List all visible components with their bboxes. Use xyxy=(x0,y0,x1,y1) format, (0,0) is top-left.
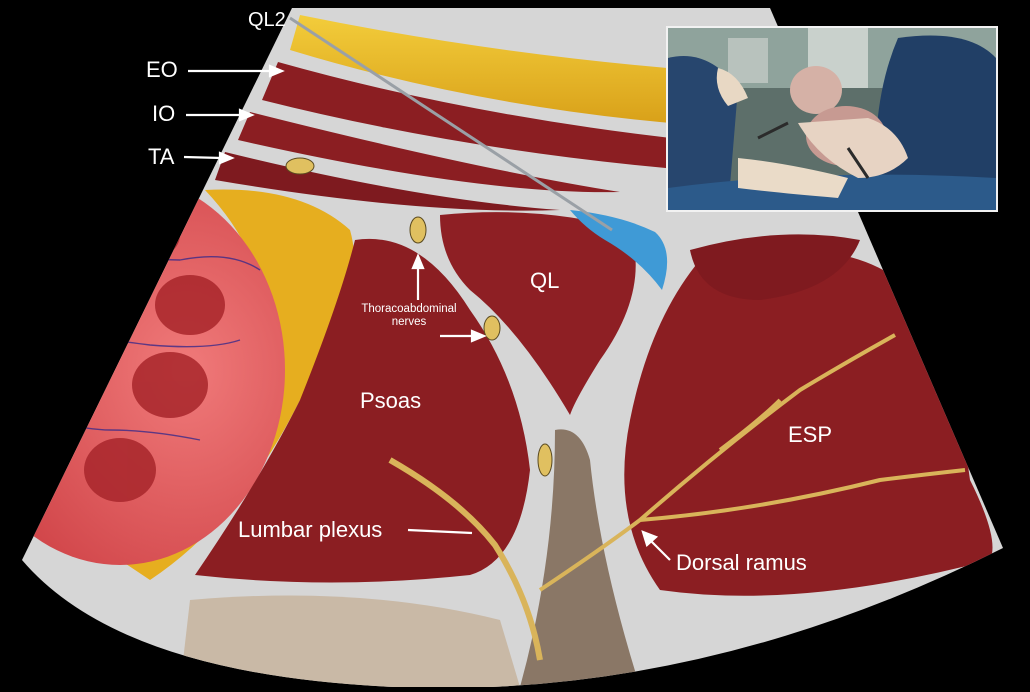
ql-label: QL xyxy=(530,268,560,293)
label-pointers xyxy=(183,64,671,561)
inset-svg xyxy=(668,28,996,210)
quadratus-lumborum-muscle xyxy=(440,212,636,415)
surgeon-gloved-hand-icon xyxy=(798,118,908,178)
transversus-abdominis-muscle xyxy=(215,152,560,211)
forceps-icon xyxy=(757,121,789,140)
wall-cabinet xyxy=(728,38,768,83)
vertebral-bone xyxy=(180,595,520,687)
block-needle xyxy=(289,16,613,232)
perirenal-fat xyxy=(120,189,355,580)
lumbar-plexus-label: Lumbar plexus xyxy=(238,517,383,542)
thoracoabdominal-label-line2: nerves xyxy=(391,316,427,329)
spinous-process xyxy=(520,429,640,687)
io-label: IO xyxy=(152,101,176,126)
inset-surgery-photo xyxy=(666,26,998,212)
subcutaneous-fat xyxy=(290,15,780,130)
surgeon-gown-left xyxy=(668,56,738,210)
ql2-label: QL2 xyxy=(248,9,286,31)
thoracoabdominal-label-line1: Thoracoabdominal xyxy=(361,303,457,315)
newborn-baby-icon xyxy=(790,66,842,114)
esp-label: ESP xyxy=(788,422,833,447)
dorsal-ramus-label: Dorsal ramus xyxy=(676,550,807,575)
internal-oblique-muscle xyxy=(238,112,620,193)
eo-label: EO xyxy=(146,57,178,82)
dorsal-ramus-nerve xyxy=(538,333,966,592)
psoas-label: Psoas xyxy=(360,388,422,413)
erector-spinae-upper xyxy=(690,234,860,300)
erector-spinae-muscle xyxy=(624,250,993,596)
thoracoabdominal-nerve-bundles xyxy=(285,157,553,477)
surgeon-gown-right xyxy=(875,35,996,210)
injectate-fluid xyxy=(570,210,668,290)
ta-label: TA xyxy=(148,144,175,169)
lumbar-plexus-nerve xyxy=(388,457,543,661)
thoracoabdominal-nerves-label: Thoracoabdominal nerves xyxy=(350,303,468,329)
